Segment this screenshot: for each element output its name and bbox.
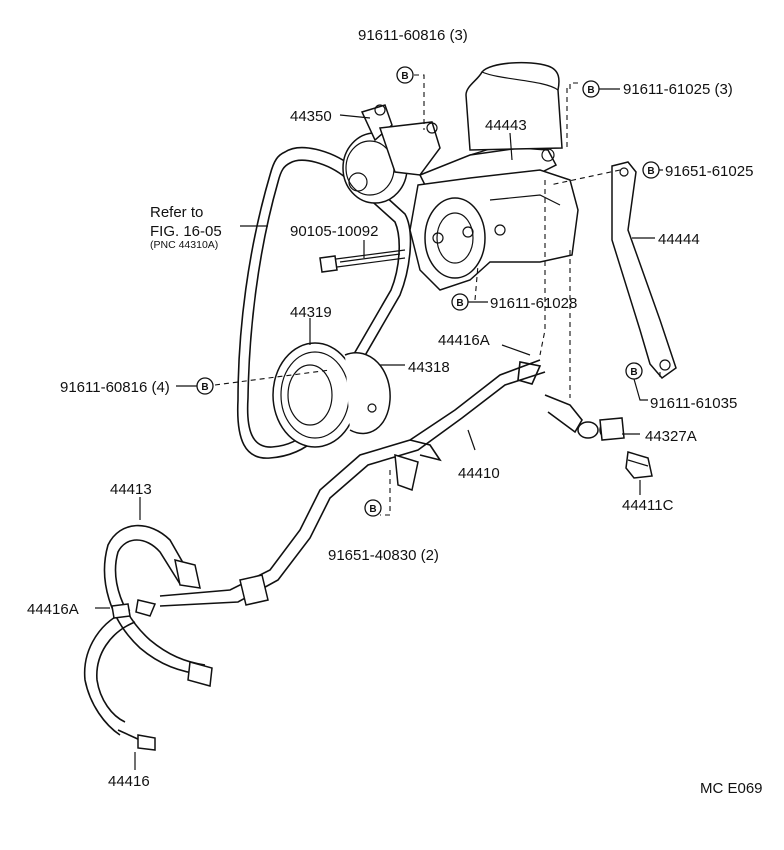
drive-belt <box>236 146 412 459</box>
label-91611-60816-3: 91611-60816 (3) <box>358 27 468 44</box>
return-hose <box>83 524 213 751</box>
label-44413: 44413 <box>110 481 152 498</box>
label-91611-61035: 91611-61035 <box>650 395 737 412</box>
label-44416: 44416 <box>108 773 150 790</box>
long-bolt <box>319 249 406 273</box>
idler-pulley <box>272 342 391 448</box>
svg-text:B: B <box>630 367 637 378</box>
badge-b-2: B <box>582 80 600 98</box>
label-91651-40830-2: 91651-40830 (2) <box>328 547 439 564</box>
svg-text:B: B <box>587 85 594 96</box>
label-44350: 44350 <box>290 108 332 125</box>
label-44411c: 44411C <box>622 497 674 514</box>
badge-b-1: B <box>396 66 414 84</box>
label-91651-61025: 91651-61025 <box>665 163 753 180</box>
pump-body <box>409 169 579 291</box>
label-44327a: 44327A <box>645 428 697 445</box>
svg-text:B: B <box>369 504 376 515</box>
badge-b-7: B <box>364 499 382 517</box>
label-90105-10092: 90105-10092 <box>290 223 378 240</box>
badge-b-4: B <box>451 293 469 311</box>
leader-lines <box>95 114 655 770</box>
label-44416a-top: 44416A <box>438 332 490 349</box>
svg-text:B: B <box>647 166 654 177</box>
badge-connectors <box>176 88 663 401</box>
badge-b-5: B <box>196 377 214 395</box>
reservoir-tank <box>465 61 563 151</box>
part-labels: 91611-60816 (3) 91611-61025 (3) 91651-61… <box>27 27 763 797</box>
svg-text:B: B <box>456 298 463 309</box>
union-fitting <box>599 417 625 441</box>
label-44318: 44318 <box>408 359 450 376</box>
label-44443: 44443 <box>485 117 527 134</box>
label-91611-61028: 91611-61028 <box>490 295 577 312</box>
svg-text:B: B <box>201 382 208 393</box>
label-91611-60816-4: 91611-60816 (4) <box>60 379 170 396</box>
badge-b-6: B <box>625 362 643 380</box>
label-pnc-44310a: (PNC 44310A) <box>150 239 218 251</box>
label-44416a-left: 44416A <box>27 601 79 618</box>
plug-fitting <box>625 451 653 479</box>
label-44444: 44444 <box>658 231 700 248</box>
badge-b-3: B <box>642 161 660 179</box>
pressure-hose <box>159 359 599 607</box>
label-91611-61025-3: 91611-61025 (3) <box>623 81 733 98</box>
brace-44444 <box>611 161 677 380</box>
svg-text:B: B <box>401 71 408 82</box>
dashed-leaders <box>214 74 661 516</box>
label-44410: 44410 <box>458 465 500 482</box>
label-44319: 44319 <box>290 304 332 321</box>
diagram-code: MC E069 <box>700 780 763 797</box>
label-fig-16-05: FIG. 16-05 <box>150 223 222 240</box>
label-refer-to: Refer to <box>150 204 203 221</box>
